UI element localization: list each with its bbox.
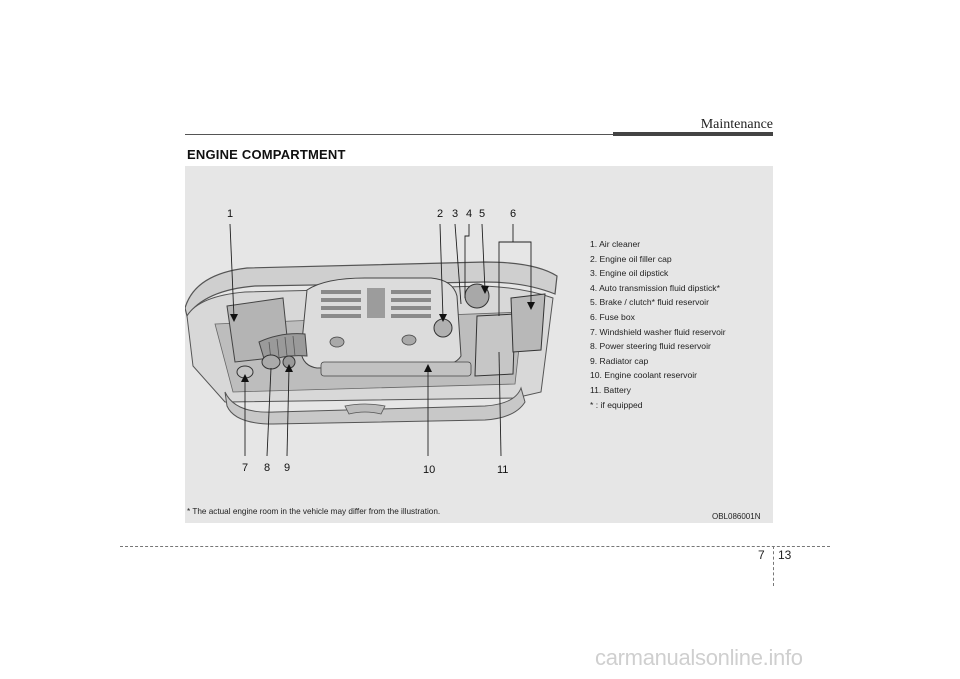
legend-item: 2. Engine oil filler cap [590, 253, 672, 264]
hood-outline [185, 261, 558, 318]
chapter-number: 7 [758, 548, 765, 562]
battery [474, 313, 516, 377]
callout-6: 6 [510, 208, 517, 220]
callout-9: 9 [284, 462, 291, 474]
callout-11: 11 [497, 464, 509, 476]
legend-note: * : if equipped [590, 399, 643, 410]
engine-cover-ribs [321, 288, 431, 318]
front-crossmember [224, 386, 526, 425]
callout-1: 1 [227, 208, 234, 220]
legend-item: 3. Engine oil dipstick [590, 268, 669, 279]
section-title: ENGINE COMPARTMENT [187, 147, 346, 162]
header-rule-accent [613, 132, 773, 136]
legend-item: 11. Battery [590, 384, 631, 395]
legend-item: 9. Radiator cap [590, 355, 649, 366]
callout-4: 4 [466, 208, 473, 220]
callout-2: 2 [437, 208, 444, 220]
legend-item: 1. Air cleaner [590, 239, 641, 249]
leader-lines [229, 223, 532, 457]
parts-legend: 1. Air cleaner 2. Engine oil filler cap … [590, 237, 726, 412]
section-name: Maintenance [700, 117, 773, 132]
leader-arrowheads [230, 286, 535, 382]
legend-item: 5. Brake / clutch* fluid reservoir [590, 297, 709, 308]
legend-item: 4. Auto transmission fluid dipstick* [590, 282, 720, 293]
legend-item: 8. Power steering fluid reservoir [590, 341, 711, 352]
watermark-text: carmanualsonline.info [595, 645, 803, 670]
legend-item: 6. Fuse box [590, 311, 635, 322]
callout-8: 8 [264, 462, 271, 474]
legend-item: 10. Engine coolant reservoir [590, 370, 698, 381]
footer-rule [120, 546, 830, 547]
fuse-box [510, 293, 546, 353]
engine-cover-bolt [401, 334, 417, 346]
engine-compartment-illustration [185, 223, 558, 457]
power-steering-reservoir [261, 354, 281, 370]
callout-5: 5 [479, 208, 486, 220]
engine-cover-bolt [329, 336, 345, 348]
page-number: 13 [778, 548, 792, 562]
figure-footnote: * The actual engine room in the vehicle … [187, 507, 441, 516]
callout-10: 10 [423, 464, 436, 476]
figure-code: OBL086001N [712, 512, 761, 521]
footer-divider [773, 546, 774, 586]
coolant-reservoir [320, 361, 472, 377]
header-rule [185, 134, 773, 135]
legend-item: 7. Windshield washer fluid reservoir [590, 326, 726, 337]
callout-7: 7 [242, 462, 249, 474]
bumper-lip [344, 403, 386, 415]
callout-3: 3 [452, 208, 459, 220]
